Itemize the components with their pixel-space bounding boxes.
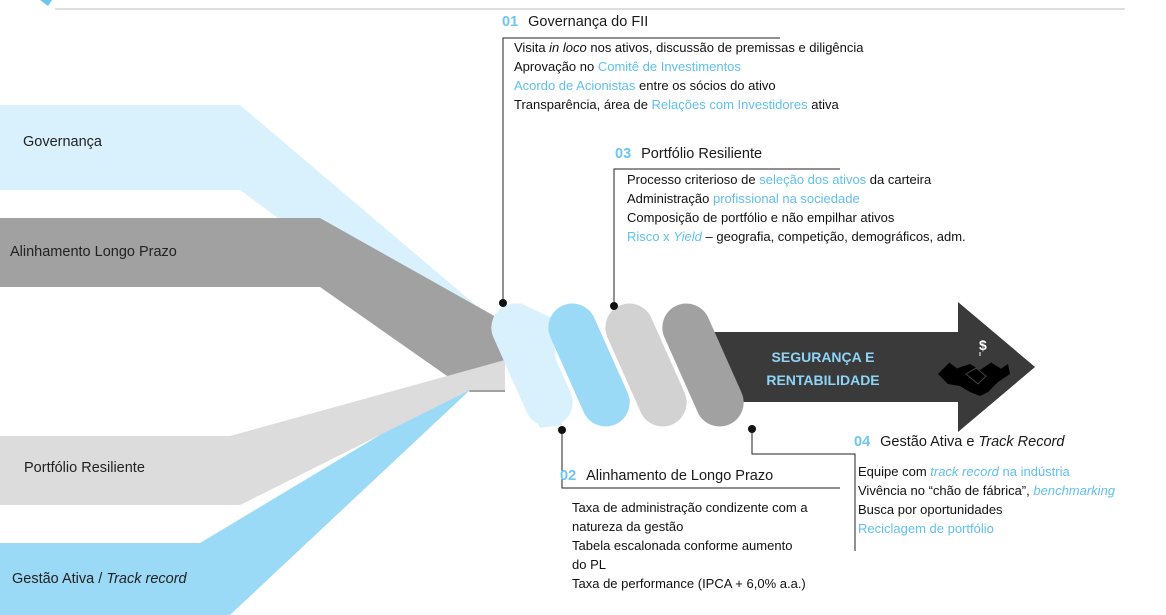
callout-02-title: Alinhamento de Longo Prazo bbox=[586, 468, 774, 484]
callout-01: 01 Governança do FII Visita in loco nos a… bbox=[502, 14, 864, 114]
text: Equipe com bbox=[858, 464, 931, 479]
callout-04: 04 Gestão Ativa e Track Record Equipe com… bbox=[848, 434, 1115, 538]
main-arrow bbox=[700, 302, 1035, 432]
callout-01-line-4: Transparência, área de Relações com Inve… bbox=[514, 95, 864, 114]
callout-04-number: 04 bbox=[854, 434, 871, 450]
callout-04-line-4: Reciclagem de portfólio bbox=[858, 519, 1115, 538]
text-highlight: seleção dos ativos bbox=[759, 172, 867, 187]
stream-label-gestao-ativa: Gestão Ativa / Track record bbox=[12, 571, 187, 587]
callout-02: 02 Alinhamento de Longo Prazo Taxa de adm… bbox=[560, 468, 808, 593]
stream-label-alinhamento: Alinhamento Longo Prazo bbox=[10, 244, 177, 260]
text-highlight: profissional na sociedade bbox=[712, 191, 860, 206]
handshake-dollar-icon: $ bbox=[936, 334, 1012, 400]
callout-04-line-3: Busca por oportunidades bbox=[858, 502, 1003, 517]
callout-04-title: Gestão Ativa e Track Record bbox=[880, 434, 1064, 450]
text: Processo criterioso de bbox=[627, 172, 760, 187]
text: Vivência no “chão de fábrica”, bbox=[858, 483, 1034, 498]
text: – geografia, competição, demográficos, a… bbox=[701, 229, 966, 244]
text-highlight-em: Yield bbox=[673, 229, 702, 244]
callout-03-number: 03 bbox=[615, 146, 632, 162]
text-highlight: Relações com Investidores bbox=[651, 97, 808, 112]
text-em: in loco bbox=[549, 40, 587, 55]
stream-label-gestao-em: Track record bbox=[106, 571, 187, 587]
callout-02-line-2: natureza da gestão bbox=[572, 519, 684, 534]
callout-03-line-3: Composição de portfólio e não empilhar a… bbox=[627, 210, 895, 225]
text-em: Track Record bbox=[978, 434, 1065, 450]
callout-leaders bbox=[502, 37, 856, 551]
callout-01-line-1: Visita in loco nos ativos, discussão de … bbox=[514, 38, 864, 57]
twist-dark-gray bbox=[662, 303, 744, 427]
text-highlight: Comitê de Investimentos bbox=[597, 59, 741, 74]
center-label-line1: SEGURANÇA E bbox=[771, 349, 875, 365]
callout-01-number: 01 bbox=[502, 14, 519, 30]
svg-text:$: $ bbox=[979, 337, 987, 353]
stream-gestao-ativa bbox=[0, 360, 505, 615]
text: nos ativos, discussão de premissas e dil… bbox=[586, 40, 864, 55]
text: Visita bbox=[514, 40, 550, 55]
text: ativa bbox=[807, 97, 839, 112]
text-highlight: Acordo de Acionistas bbox=[514, 78, 636, 93]
callout-03-line-4: Risco x Yield – geografia, competição, d… bbox=[627, 227, 966, 246]
text: entre os sócios do ativo bbox=[635, 78, 776, 93]
callout-04-line-2: Vivência no “chão de fábrica”, benchmark… bbox=[858, 481, 1115, 500]
callout-01-line-3: Acordo de Acionistas entre os sócios do … bbox=[514, 76, 864, 95]
center-label: SEGURANÇA E RENTABILIDADE bbox=[740, 346, 906, 392]
text: Transparência, área de bbox=[514, 97, 652, 112]
twist-sky-blue bbox=[548, 303, 630, 427]
callout-04-line-1: Equipe com track record na indústria bbox=[858, 462, 1115, 481]
text-highlight: Reciclagem de portfólio bbox=[858, 521, 994, 536]
callout-03-title: Portfólio Resiliente bbox=[641, 146, 763, 162]
text: Aprovação no bbox=[514, 59, 598, 74]
stream-label-governanca: Governança bbox=[23, 134, 102, 150]
text: Administração bbox=[627, 191, 713, 206]
stream-governanca bbox=[0, 105, 505, 360]
callout-01-title: Governança do FII bbox=[528, 14, 649, 30]
text: da carteira bbox=[866, 172, 932, 187]
text-highlight-em: track record bbox=[930, 464, 999, 479]
stream-label-gestao-main: Gestão Ativa / bbox=[12, 571, 107, 587]
stream-portfolio bbox=[0, 360, 505, 505]
text-highlight: Risco x bbox=[627, 229, 674, 244]
stream-alinhamento bbox=[0, 218, 505, 392]
text-highlight: na indústria bbox=[998, 464, 1070, 479]
callout-03-line-2: Administração profissional na sociedade bbox=[627, 189, 966, 208]
text-highlight-em: benchmarking bbox=[1033, 483, 1116, 498]
callout-03-line-1: Processo criterioso de seleção dos ativo… bbox=[627, 170, 966, 189]
callout-02-number: 02 bbox=[560, 468, 577, 484]
callout-03: 03 Portfólio Resiliente Processo criterio… bbox=[615, 146, 966, 246]
callout-02-line-5: Taxa de performance (IPCA + 6,0% a.a.) bbox=[572, 576, 806, 591]
stream-label-portfolio: Portfólio Resiliente bbox=[24, 460, 145, 476]
callout-01-line-2: Aprovação no Comitê de Investimentos bbox=[514, 57, 864, 76]
twist-light-gray bbox=[605, 303, 687, 427]
top-corner-mark bbox=[40, 0, 52, 6]
text: Gestão Ativa e bbox=[880, 434, 979, 450]
callout-02-line-1: Taxa de administração condizente com a bbox=[572, 500, 808, 515]
callout-02-line-4: do PL bbox=[572, 557, 606, 572]
callout-dots bbox=[499, 299, 756, 434]
center-label-line2: RENTABILIDADE bbox=[766, 372, 880, 388]
twist-light-blue bbox=[491, 303, 573, 427]
callout-02-line-3: Tabela escalonada conforme aumento bbox=[572, 538, 793, 553]
